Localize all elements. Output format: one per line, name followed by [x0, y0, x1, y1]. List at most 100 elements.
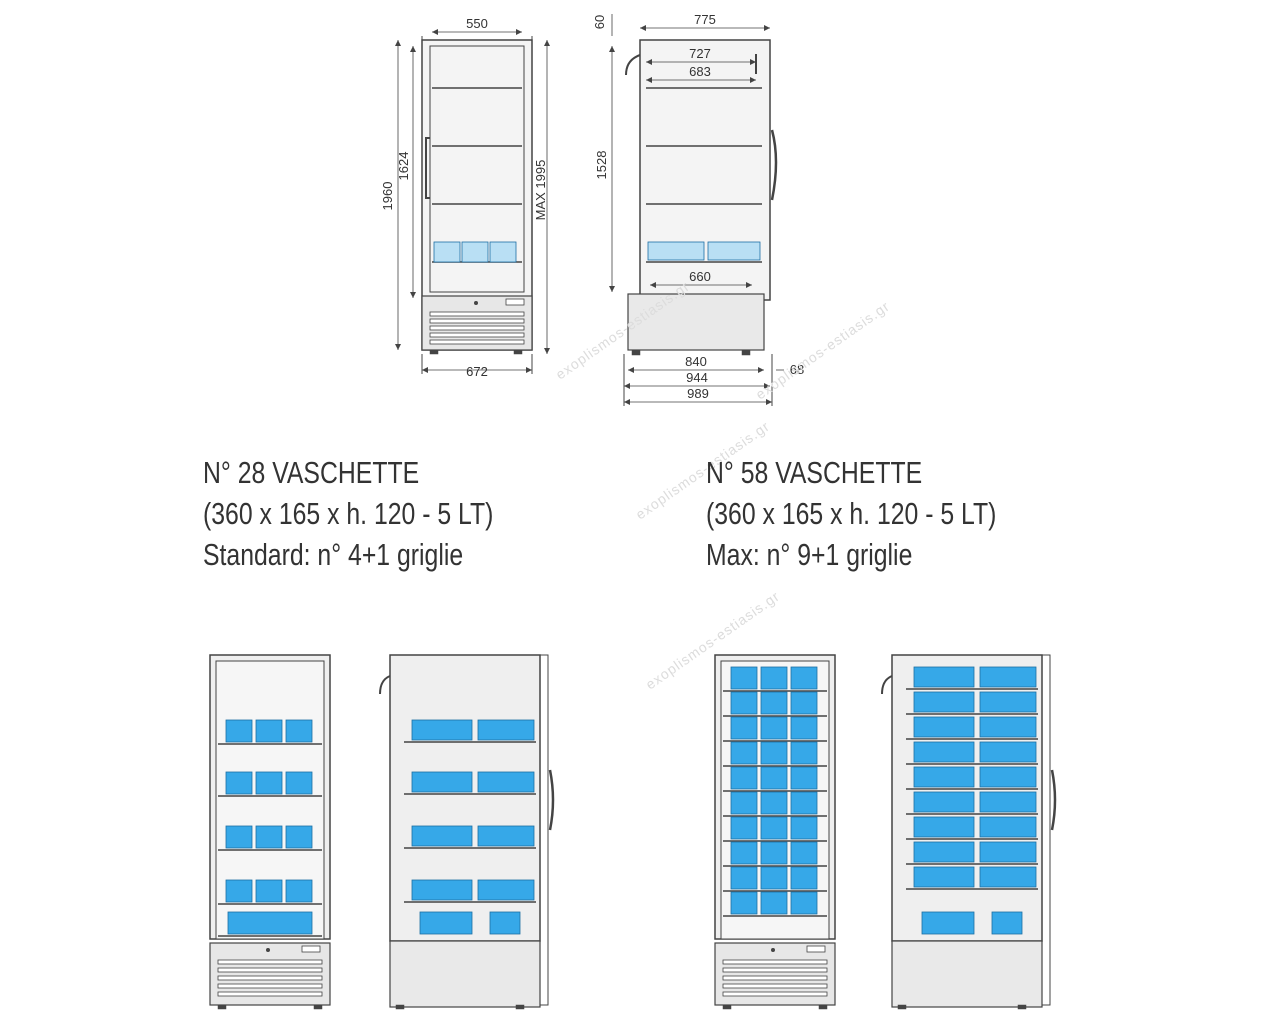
- side-pan: [411, 719, 473, 741]
- front-pan: [225, 879, 253, 903]
- front-pan: [730, 841, 758, 865]
- side-pan: [979, 791, 1037, 813]
- side-pan: [913, 816, 975, 838]
- arrow-head: [395, 344, 401, 350]
- wheel: [818, 1004, 828, 1010]
- vent: [217, 959, 323, 965]
- vent: [217, 983, 323, 989]
- front-pan: [730, 666, 758, 690]
- side-pan: [913, 866, 975, 888]
- arrow-head: [746, 282, 752, 288]
- caption-max-size: (360 x 165 x h. 120 - 5 LT): [706, 496, 997, 531]
- dimension-label: 727: [689, 46, 711, 61]
- front-pan: [790, 666, 818, 690]
- control-knob: [771, 948, 775, 952]
- front-pan: [285, 879, 313, 903]
- side-pan: [411, 825, 473, 847]
- front-pan: [255, 879, 283, 903]
- side-pan: [979, 841, 1037, 863]
- front-display: [505, 298, 525, 306]
- side-pan: [979, 716, 1037, 738]
- side-pan: [979, 666, 1037, 688]
- front-bottom-tray: [227, 911, 313, 935]
- side-bottom-pan: [419, 911, 473, 935]
- watermark-text: exoplismos-estiasis.gr: [753, 298, 893, 403]
- wheel: [515, 1004, 525, 1010]
- vent: [217, 967, 323, 973]
- arrow-head: [628, 367, 634, 373]
- caption-standard: N° 28 VASCHETTE (360 x 165 x h. 120 - 5 …: [203, 452, 493, 575]
- display: [806, 945, 826, 953]
- side-bottom-pan: [991, 911, 1023, 935]
- vent: [722, 975, 828, 981]
- arrow-head: [422, 367, 428, 373]
- standard-side-cabinet-base: [389, 940, 541, 1008]
- arrow-head: [516, 29, 522, 35]
- wheel: [395, 1004, 405, 1010]
- wheel: [217, 1004, 227, 1010]
- rear-handle: [379, 675, 391, 695]
- front-pan: [790, 866, 818, 890]
- arrow-head: [650, 282, 656, 288]
- caption-max-count: N° 58 VASCHETTE: [706, 455, 923, 490]
- dimension-label: MAX 1995: [533, 160, 548, 221]
- dimension-label: 989: [687, 386, 709, 401]
- wheel: [631, 349, 641, 356]
- dimension-label: 1960: [380, 182, 395, 211]
- front-pan: [433, 241, 461, 263]
- max-side-cabinet-base: [891, 940, 1043, 1008]
- front-pan: [790, 691, 818, 715]
- front-pan: [760, 666, 788, 690]
- arrow-head: [646, 77, 652, 83]
- front-pan: [790, 891, 818, 915]
- wheel: [429, 349, 439, 355]
- front-pan: [760, 766, 788, 790]
- dimension-label: 1624: [396, 152, 411, 181]
- side-pan: [979, 766, 1037, 788]
- front-pan: [225, 825, 253, 849]
- door-edge: [539, 654, 549, 1006]
- front-pan: [760, 691, 788, 715]
- front-pan: [255, 825, 283, 849]
- front-pan: [225, 771, 253, 795]
- front-pan: [730, 866, 758, 890]
- front-vent: [429, 332, 525, 338]
- arrow-head: [410, 292, 416, 298]
- control-knob: [474, 301, 478, 305]
- vent: [722, 991, 828, 997]
- side-pan: [913, 741, 975, 763]
- side-pan: [913, 691, 975, 713]
- front-pan: [255, 719, 283, 743]
- arrow-head: [646, 59, 652, 65]
- front-pan: [730, 741, 758, 765]
- front-pan: [790, 716, 818, 740]
- front-pan: [760, 741, 788, 765]
- arrow-head: [750, 77, 756, 83]
- side-pan: [707, 241, 761, 261]
- arrow-head: [640, 25, 646, 31]
- front-door-handle: [425, 137, 430, 199]
- arrow-head: [764, 383, 770, 389]
- dimension-label: 660: [689, 269, 711, 284]
- dimension-label: 944: [686, 370, 708, 385]
- front-pan: [760, 841, 788, 865]
- front-glass: [429, 45, 525, 293]
- caption-standard-grids: Standard: n° 4+1 griglie: [203, 537, 464, 572]
- arrow-head: [395, 40, 401, 46]
- side-pan: [979, 741, 1037, 763]
- wheel: [722, 1004, 732, 1010]
- wheel: [741, 349, 751, 356]
- door-handle: [1050, 769, 1057, 831]
- front-vent: [429, 325, 525, 331]
- dimension-label: 68: [790, 362, 804, 377]
- dimension-label: 775: [694, 12, 716, 27]
- front-pan: [760, 891, 788, 915]
- vent: [217, 975, 323, 981]
- vent: [722, 967, 828, 973]
- arrow-head: [750, 59, 756, 65]
- dimension-label: 683: [689, 64, 711, 79]
- caption-standard-size: (360 x 165 x h. 120 - 5 LT): [203, 496, 494, 531]
- door-handle: [548, 769, 555, 831]
- dimension-label: 1528: [594, 151, 609, 180]
- arrow-head: [758, 367, 764, 373]
